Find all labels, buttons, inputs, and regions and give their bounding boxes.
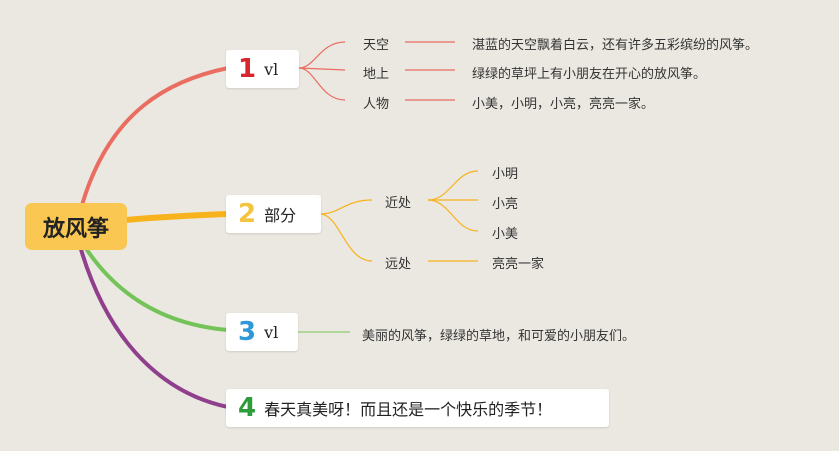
branch-2-label: 部分 [264, 206, 297, 225]
branch-2-item-2[interactable]: 小亮 [492, 197, 519, 212]
branch-3-detail[interactable]: 美丽的风筝，绿绿的草地，和可爱的小朋友们。 [362, 329, 636, 344]
branch-1-child-2-label[interactable]: 地上 [363, 67, 390, 82]
branch-3-node[interactable]: 3 vl [226, 313, 298, 351]
branch-1-child-1-detail[interactable]: 湛蓝的天空飘着白云，还有许多五彩缤纷的风筝。 [472, 38, 759, 53]
branch-1-number: 1 [238, 54, 257, 84]
branch-1-child-2-detail[interactable]: 绿绿的草坪上有小朋友在开心的放风筝。 [472, 67, 707, 82]
branch-1-child-3-label[interactable]: 人物 [363, 97, 390, 112]
branch-2-item-1[interactable]: 小明 [492, 167, 519, 182]
branch-1-child-3-detail[interactable]: 小美，小明，小亮，亮亮一家。 [472, 97, 655, 112]
branch-1-subconnectors [298, 41, 455, 101]
branch-3-number: 3 [238, 317, 257, 347]
branch-1-child-1-label[interactable]: 天空 [363, 38, 390, 53]
root-topic[interactable]: 放风筝 [25, 203, 127, 250]
branch-1-label: vl [264, 59, 279, 79]
branch-3-label: vl [264, 322, 279, 342]
branch-1-node[interactable]: 1 vl [226, 50, 299, 88]
branch-2-item-3[interactable]: 小美 [492, 227, 519, 242]
branch-4-connector [78, 244, 230, 409]
branch-2-number: 2 [238, 199, 257, 229]
branch-2-connector [122, 211, 231, 223]
branch-4-number: 4 [238, 393, 257, 423]
branch-4-label: 春天真美呀！而且还是一个快乐的季节！ [264, 400, 553, 419]
branch-2-node[interactable]: 2 部分 [226, 195, 321, 233]
branch-3-connector [83, 245, 230, 332]
branch-2-child-1-label[interactable]: 近处 [385, 196, 412, 211]
branch-2-child-2-label[interactable]: 远处 [385, 257, 412, 272]
branch-2-item-4[interactable]: 亮亮一家 [492, 257, 545, 272]
branch-1-connector [80, 66, 230, 207]
branch-2-subconnectors [319, 170, 479, 262]
branch-4-node[interactable]: 4 春天真美呀！而且还是一个快乐的季节！ [226, 389, 609, 427]
